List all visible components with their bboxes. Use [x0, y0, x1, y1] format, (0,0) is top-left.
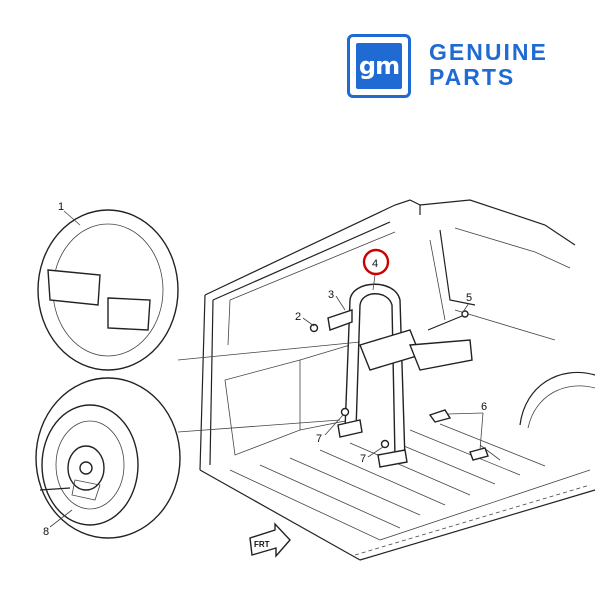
gm-badge-mark: gm — [356, 43, 402, 89]
callout-7a: 7 — [316, 433, 322, 445]
truck-bed-illustration — [199, 199, 596, 561]
gm-genuine-parts-logo: gm GENUINE PARTS — [347, 34, 567, 98]
retainer-6a — [428, 409, 452, 423]
gm-badge-icon: gm — [347, 34, 411, 98]
logo-line-parts: PARTS — [429, 64, 516, 90]
callout-4: 4 — [372, 258, 378, 270]
callout-4-highlight-ring — [362, 248, 390, 276]
callout-8: 8 — [43, 526, 49, 538]
logo-wordmark: GENUINE PARTS — [429, 40, 548, 90]
callout-7b: 7 — [360, 453, 366, 465]
tire-cover — [37, 209, 179, 371]
front-direction-arrow: FRT — [249, 522, 291, 558]
spare-tire — [35, 377, 181, 539]
callout-6: 6 — [481, 401, 487, 413]
spare-tire-carrier-bracket — [327, 283, 473, 468]
front-arrow-label: FRT — [254, 540, 270, 549]
nut-7b — [380, 439, 390, 449]
retainer-6b — [469, 447, 489, 461]
callout-5: 5 — [466, 292, 472, 304]
front-arrow-icon — [249, 522, 291, 558]
leader-lines — [49, 210, 484, 528]
callout-1: 1 — [58, 201, 64, 213]
callout-2: 2 — [295, 311, 301, 323]
nut-7a — [340, 407, 350, 417]
callout-3: 3 — [328, 289, 334, 301]
cable-5 — [427, 315, 463, 331]
bolt-2 — [309, 323, 319, 333]
logo-line-genuine: GENUINE — [429, 39, 548, 65]
